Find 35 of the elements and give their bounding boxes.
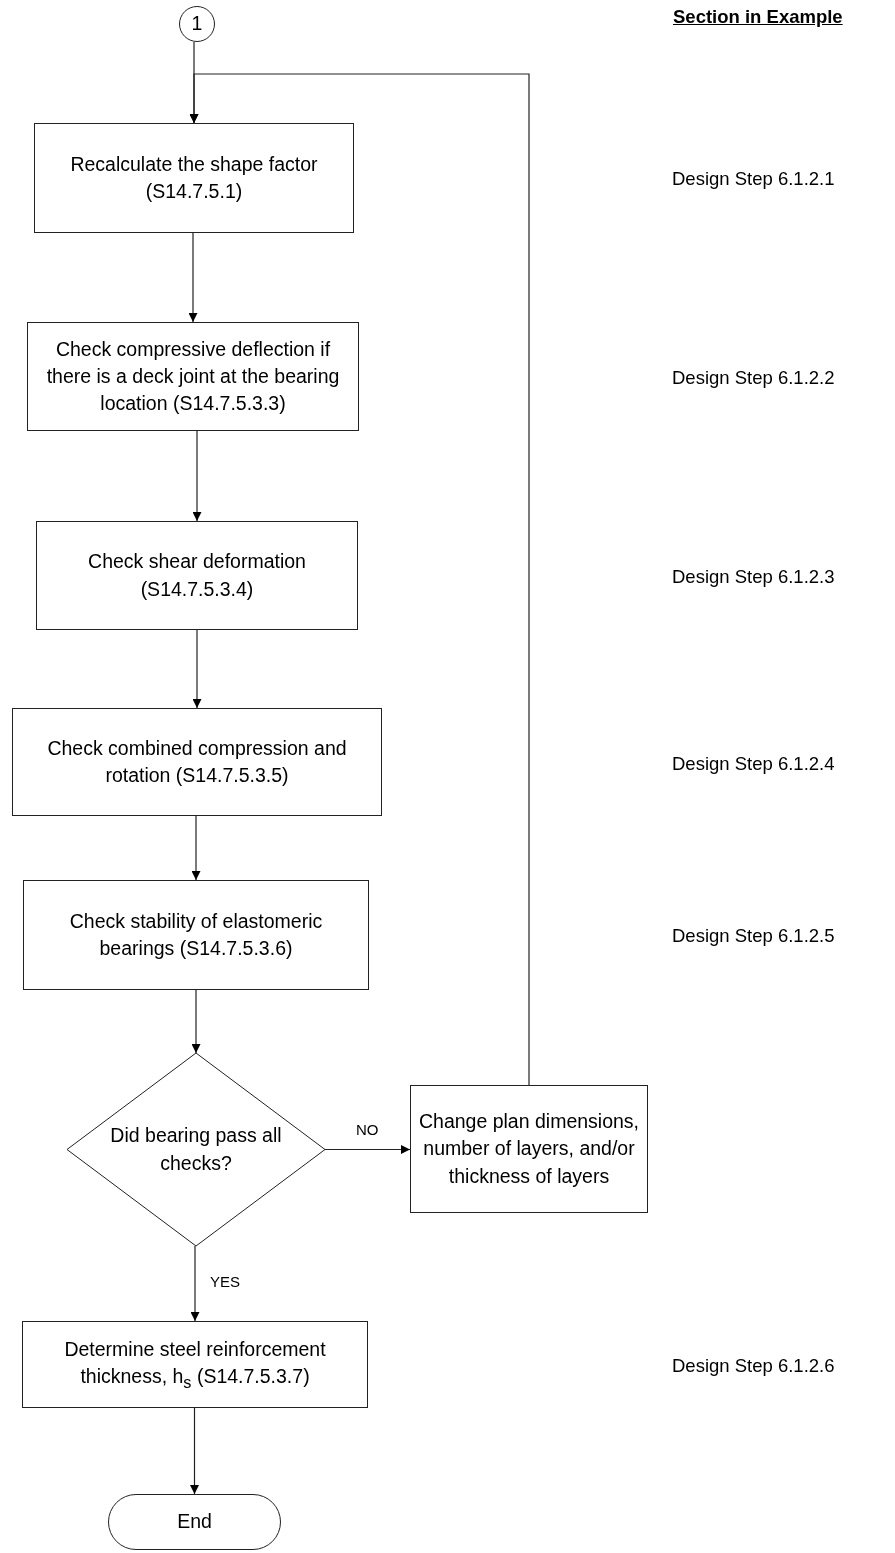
process-box	[36, 521, 358, 630]
node-text: End	[176, 1509, 213, 1535]
process-box	[12, 708, 382, 816]
node-text: Check shear deformation (S14.7.5.3.4)	[87, 549, 307, 602]
node-text: 1	[190, 11, 204, 37]
arrow	[191, 815, 201, 881]
node-text: Check combined compression and rotation (S14.7.5.3.5)	[46, 735, 348, 788]
terminal-shape	[108, 1494, 281, 1550]
connector-circle	[179, 6, 215, 42]
arrow	[324, 1145, 411, 1154]
decision-text: Did bearing pass all checks?	[109, 1123, 283, 1176]
process-box	[22, 1321, 368, 1408]
section-reference: Design Step 6.1.2.3	[672, 566, 835, 588]
arrow	[188, 232, 198, 323]
arrow	[190, 1245, 200, 1322]
process-box	[23, 880, 369, 990]
section-reference: Design Step 6.1.2.2	[672, 367, 835, 389]
arrow	[190, 1407, 199, 1495]
arrow	[191, 989, 201, 1054]
arrow	[189, 73, 530, 1086]
column-heading: Section in Example	[673, 6, 843, 28]
process-box	[27, 322, 359, 431]
process-box	[34, 123, 354, 233]
node-text: Check stability of elastomeric bearings (S14.7.5.3.6)	[68, 908, 324, 961]
section-reference: Design Step 6.1.2.1	[672, 168, 835, 190]
node-text: Check compressive deflection if there is a deck joint at the bearing location (S14.7.5.3.3)	[45, 336, 341, 417]
node-text: Change plan dimensions, number of layers, and/or thickness of layers	[417, 1109, 641, 1189]
section-reference: Design Step 6.1.2.4	[672, 753, 835, 775]
node-text: Recalculate the shape factor (S14.7.5.1)	[69, 151, 319, 204]
node-text: Determine steel reinforcement thickness, h$_{s}$ (S14.7.5.3.7)	[63, 1336, 327, 1393]
section-reference: Design Step 6.1.2.5	[672, 925, 835, 947]
process-box	[410, 1085, 648, 1213]
section-reference: Design Step 6.1.2.6	[672, 1355, 835, 1377]
arrow	[192, 430, 202, 522]
arrow	[192, 629, 202, 709]
